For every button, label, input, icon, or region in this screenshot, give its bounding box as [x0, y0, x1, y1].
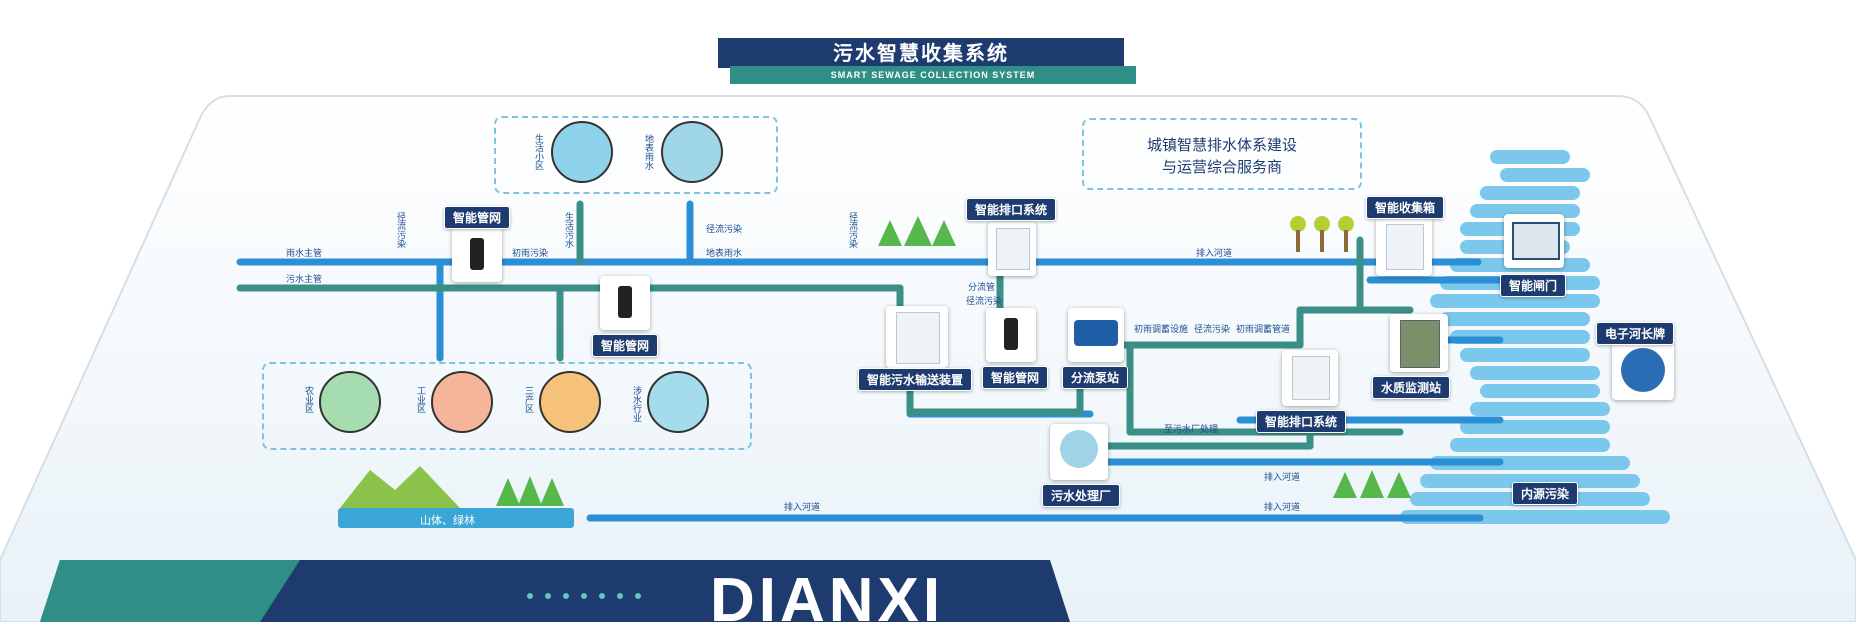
cabinet-icon [1386, 224, 1424, 270]
footer-band [40, 560, 1070, 622]
smart-gate-card[interactable] [1504, 214, 1564, 268]
cabinet-icon [896, 312, 940, 364]
bottom-source-box [262, 362, 752, 450]
smart-pipe-1-card[interactable] [452, 228, 502, 282]
water-station-tag: 水质监测站 [1372, 376, 1451, 399]
collector-box-tag: 智能收集箱 [1366, 196, 1445, 219]
river-chief-card[interactable] [1612, 342, 1674, 400]
company-line2: 与运营综合服务商 [1161, 158, 1282, 176]
company-line1: 城镇智慧排水体系建设 [1146, 136, 1297, 154]
domestic-label: 生活污水 [563, 212, 573, 248]
runoff-label-5: 径流污染 [1194, 325, 1231, 335]
runoff-label-3: 径流污染 [847, 212, 857, 248]
plant-icon [1060, 430, 1098, 468]
to-river-label-3: 排入河道 [784, 503, 821, 513]
smart-pipe-3-card[interactable] [986, 308, 1036, 362]
smart-pipe-2-tag: 智能管网 [592, 334, 659, 357]
smart-pipe-2-card[interactable] [600, 276, 650, 330]
to-plant-label: 至污水厂处理 [1164, 425, 1219, 435]
to-river-label-2: 排入河道 [1264, 473, 1301, 483]
plant-tag: 污水处理厂 [1042, 484, 1121, 507]
runoff-label-4: 径流污染 [966, 297, 1003, 307]
top-source-box [494, 116, 778, 194]
page-subtitle: SMART SEWAGE COLLECTION SYSTEM [730, 66, 1136, 84]
pump-icon [1074, 320, 1118, 346]
mountain-icon [340, 466, 460, 508]
gate-icon [1512, 222, 1560, 260]
sewage-main-label: 污水主管 [286, 275, 323, 285]
smart-pipe-3-tag: 智能管网 [982, 366, 1049, 389]
plant-card[interactable] [1050, 424, 1108, 480]
brand-logo: DIANXI [710, 566, 945, 635]
runoff-label-1: 径流污染 [395, 212, 405, 248]
page-title: 污水智慧收集系统 [718, 38, 1124, 68]
diagram-stage: 污水智慧收集系统 SMART SEWAGE COLLECTION SYSTEM … [0, 38, 1856, 622]
source-agri-label: 农业区 [303, 386, 313, 413]
outfall-2-card[interactable] [1282, 350, 1338, 406]
runoff-label-2: 径流污染 [706, 225, 743, 235]
mountain-label: 山体、绿林 [420, 514, 475, 527]
transport-card[interactable] [886, 306, 948, 368]
source-domestic-label: 生活小区 [533, 134, 543, 170]
source-tertiary-label: 三产区 [523, 386, 533, 413]
source-industry-label: 工业区 [415, 386, 425, 413]
to-river-label-4: 排入河道 [1264, 503, 1301, 513]
cabinet-icon [996, 228, 1030, 270]
split-label: 分流管 [968, 283, 996, 293]
source-circles [319, 121, 723, 433]
outfall-1-tag: 智能排口系统 [966, 198, 1057, 221]
river-chief-icon [1621, 348, 1665, 392]
pipe-device-icon [1004, 318, 1018, 350]
water-station-card[interactable] [1390, 314, 1448, 372]
river-chief-tag: 电子河长牌 [1596, 322, 1675, 345]
company-box: 城镇智慧排水体系建设 与运营综合服务商 [1082, 118, 1362, 190]
smart-pipe-1-tag: 智能管网 [444, 206, 511, 229]
init-facility-label: 初雨调蓄设施 [1134, 325, 1189, 335]
outfall-1-card[interactable] [988, 222, 1036, 276]
mountain-base [338, 508, 574, 528]
pipe-device-icon [618, 286, 632, 318]
to-river-label-1: 排入河道 [1196, 249, 1233, 259]
source-water-industry-label: 涉水行业 [631, 386, 641, 422]
internal-pollution-tag: 内源污染 [1512, 482, 1579, 505]
initial-rain-label: 初雨污染 [512, 249, 549, 259]
transport-tag: 智能污水输送装置 [858, 368, 973, 391]
footer-dots [527, 593, 641, 599]
surface-runoff-label: 地表雨水 [706, 249, 743, 259]
station-icon [1400, 320, 1440, 368]
rain-main-label: 雨水主管 [286, 249, 323, 259]
smart-gate-tag: 智能闸门 [1500, 274, 1567, 297]
pump-tag: 分流泵站 [1062, 366, 1129, 389]
pipe-device-icon [470, 238, 484, 270]
collector-box-card[interactable] [1376, 218, 1432, 276]
cabinet-icon [1292, 356, 1330, 400]
footer-teal [40, 560, 300, 622]
tree-icon-group [496, 216, 1411, 506]
pump-card[interactable] [1068, 308, 1124, 362]
outfall-2-tag: 智能排口系统 [1256, 410, 1347, 433]
init-pipe-label: 初雨调蓄管道 [1236, 325, 1291, 335]
source-surface-label: 地表雨水 [643, 134, 653, 170]
